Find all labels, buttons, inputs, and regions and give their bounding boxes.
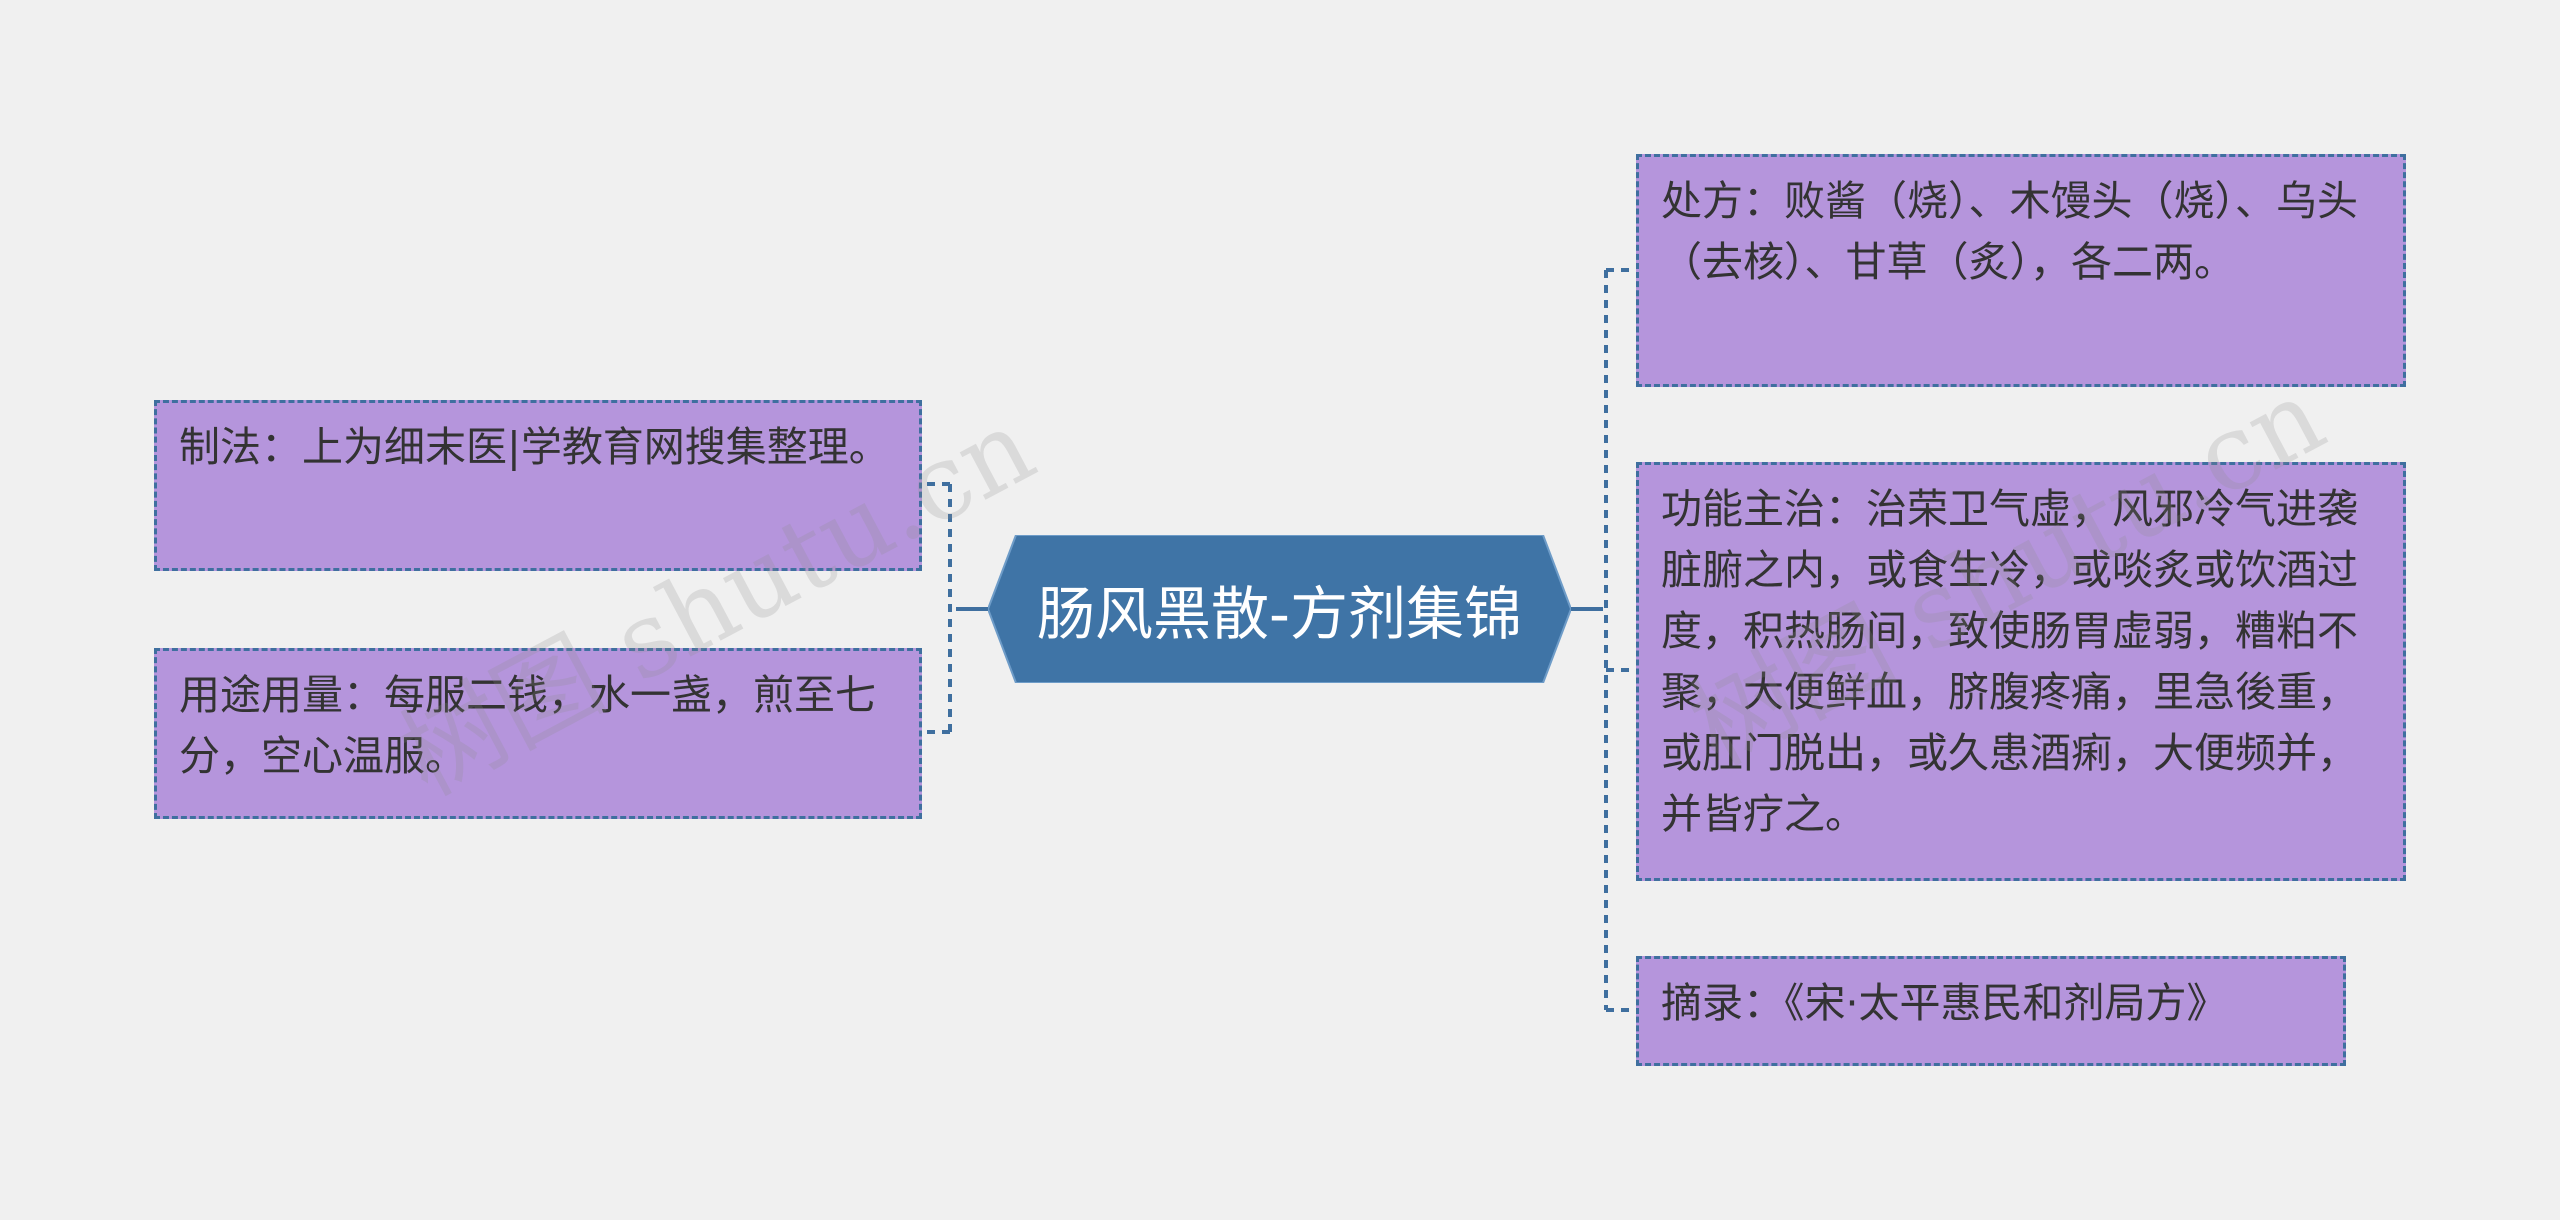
center-node-shape — [988, 535, 1571, 683]
right-node-indications[interactable]: 功能主治：治荣卫气虚，风邪冷气进袭脏腑之内，或食生冷，或啖炙或饮酒过度，积热肠间… — [1636, 462, 2406, 881]
center-node-label: 肠风黑散-方剂集锦 — [1037, 580, 1522, 648]
right-node-prescription-text: 处方：败酱（烧）、木馒头（烧）、乌头（去核）、甘草（炙），各二两。 — [1661, 177, 2358, 286]
left-node-preparation-text: 制法：上为细末医|学教育网搜集整理。 — [179, 423, 890, 471]
center-node[interactable]: 肠风黑散-方剂集锦 — [988, 535, 1571, 683]
left-node-preparation[interactable]: 制法：上为细末医|学教育网搜集整理。 — [154, 400, 922, 571]
right-node-indications-text: 功能主治：治荣卫气虚，风邪冷气进袭脏腑之内，或食生冷，或啖炙或饮酒过度，积热肠间… — [1661, 485, 2358, 838]
right-node-source[interactable]: 摘录：《宋·太平惠民和剂局方》 — [1636, 956, 2346, 1066]
right-node-source-text: 摘录：《宋·太平惠民和剂局方》 — [1661, 979, 2228, 1027]
left-node-usage-dosage[interactable]: 用途用量：每服二钱，水一盏，煎至七分，空心温服。 — [154, 648, 922, 819]
right-node-prescription[interactable]: 处方：败酱（烧）、木馒头（烧）、乌头（去核）、甘草（炙），各二两。 — [1636, 154, 2406, 387]
left-node-usage-dosage-text: 用途用量：每服二钱，水一盏，煎至七分，空心温服。 — [179, 671, 876, 780]
